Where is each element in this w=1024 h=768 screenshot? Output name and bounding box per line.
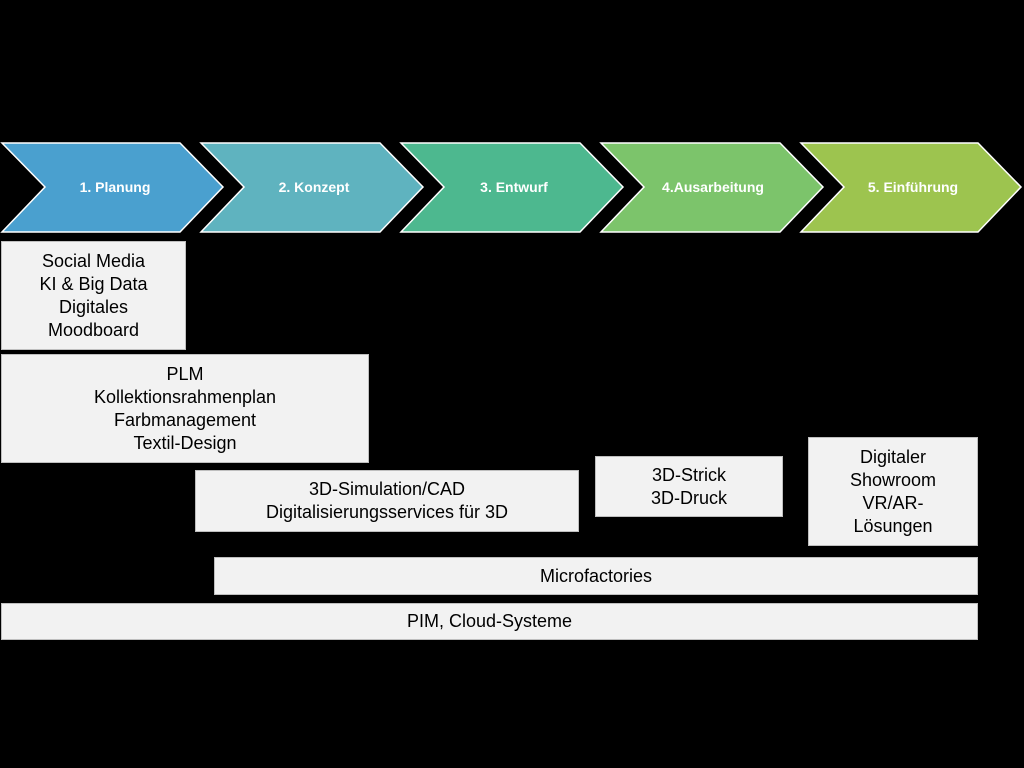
chevron-label-konzept: 2. Konzept [279,179,350,195]
box-microfactories: Microfactories [214,557,978,595]
box-line: VR/AR- [862,492,924,513]
chevron-planung [0,142,225,233]
box-3d-strick: 3D-Strick 3D-Druck [595,456,783,517]
box-digitaler-showroom: Digitaler Showroom VR/AR- Lösungen [808,437,978,546]
box-line: Microfactories [539,565,653,586]
chevron-label-entwurf: 3. Entwurf [480,179,548,195]
box-line: 3D-Druck [650,487,727,508]
box-pim-cloud: PIM, Cloud-Systeme [1,603,978,640]
box-line: Digitalisierungsservices für 3D [265,502,509,522]
chevron-label-ausarbeitung: 4.Ausarbeitung [662,179,764,195]
box-line: Kollektionsrahmenplan [93,386,277,407]
chevron-konzept [199,142,425,233]
box-line: PIM, Cloud-Systeme [406,611,573,631]
chevron-ausarbeitung [599,142,825,233]
chevron-label-planung: 1. Planung [80,179,151,195]
chevron-entwurf [399,142,625,233]
box-line: Digitales [58,296,129,317]
box-line: KI & Big Data [39,273,148,294]
box-social-media: Social Media KI & Big Data Digitales Moo… [1,241,186,350]
chevron-label-einfuehrung: 5. Einführung [868,179,958,195]
box-line: Showroom [849,469,937,490]
box-line: Moodboard [47,319,140,340]
box-line: Lösungen [853,515,933,536]
box-line: Textil-Design [133,432,237,453]
box-line: PLM [166,363,204,384]
box-line: Social Media [41,250,146,271]
box-line: 3D-Simulation/CAD [308,479,466,499]
box-3d-simulation: 3D-Simulation/CAD Digitalisierungsservic… [195,470,579,532]
chevron-einfuehrung [799,142,1023,233]
box-line: Farbmanagement [113,409,257,430]
box-line: Digitaler [859,446,927,467]
box-line: 3D-Strick [651,464,726,485]
box-plm: PLM Kollektionsrahmenplan Farbmanagement… [1,354,369,463]
